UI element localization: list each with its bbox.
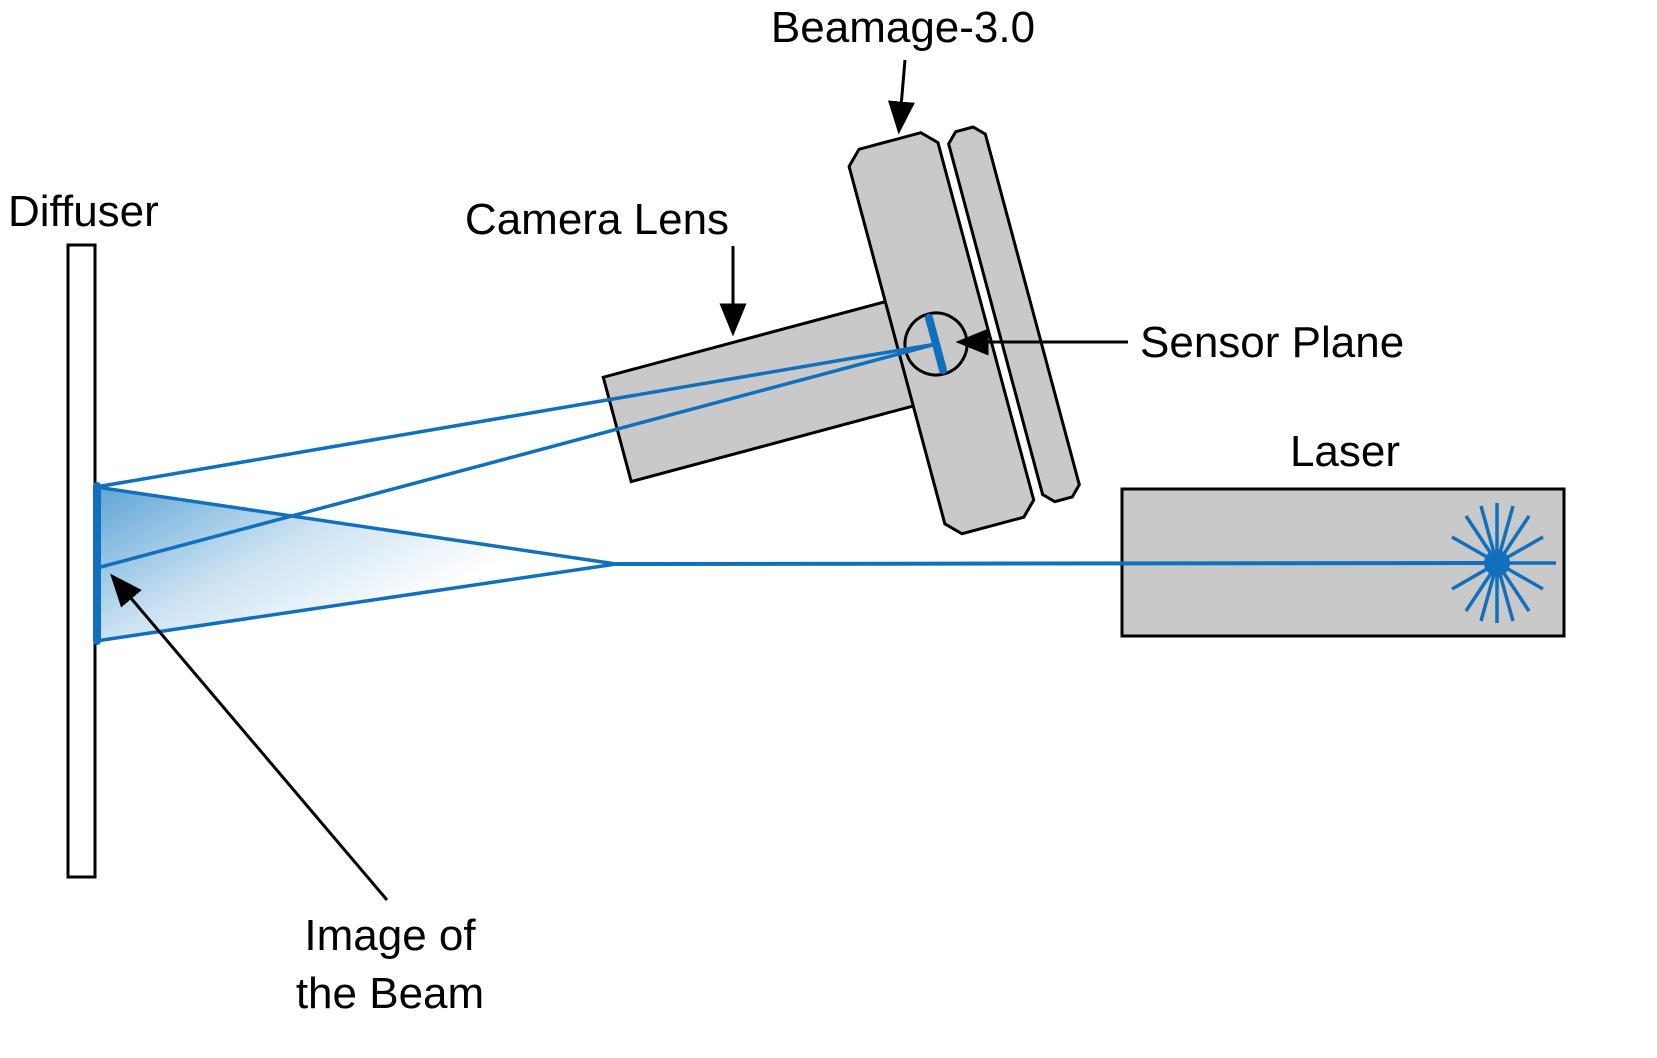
laser-starburst-icon (1438, 503, 1556, 623)
diffuser-label: Diffuser (8, 187, 159, 236)
camera-lens-label: Camera Lens (465, 195, 729, 244)
diffuser-plate (66, 243, 97, 879)
imaging-ray-lower (96, 342, 937, 570)
imaging-ray-upper (95, 342, 937, 489)
image-of-beam-label-line2: the Beam (296, 969, 484, 1018)
laser-beam-line (615, 561, 1498, 566)
beam-cone (94, 485, 618, 643)
image-of-beam-arrow (110, 573, 389, 901)
image-of-beam-label-line1: Image of (304, 911, 476, 960)
beamage-body-back (947, 125, 1081, 504)
sensor-plane-marker (925, 313, 947, 375)
beamage-arrow (887, 59, 915, 135)
sensor-plane-label: Sensor Plane (1140, 318, 1404, 367)
beamage-label: Beamage-3.0 (771, 3, 1035, 52)
laser-label: Laser (1290, 427, 1400, 476)
